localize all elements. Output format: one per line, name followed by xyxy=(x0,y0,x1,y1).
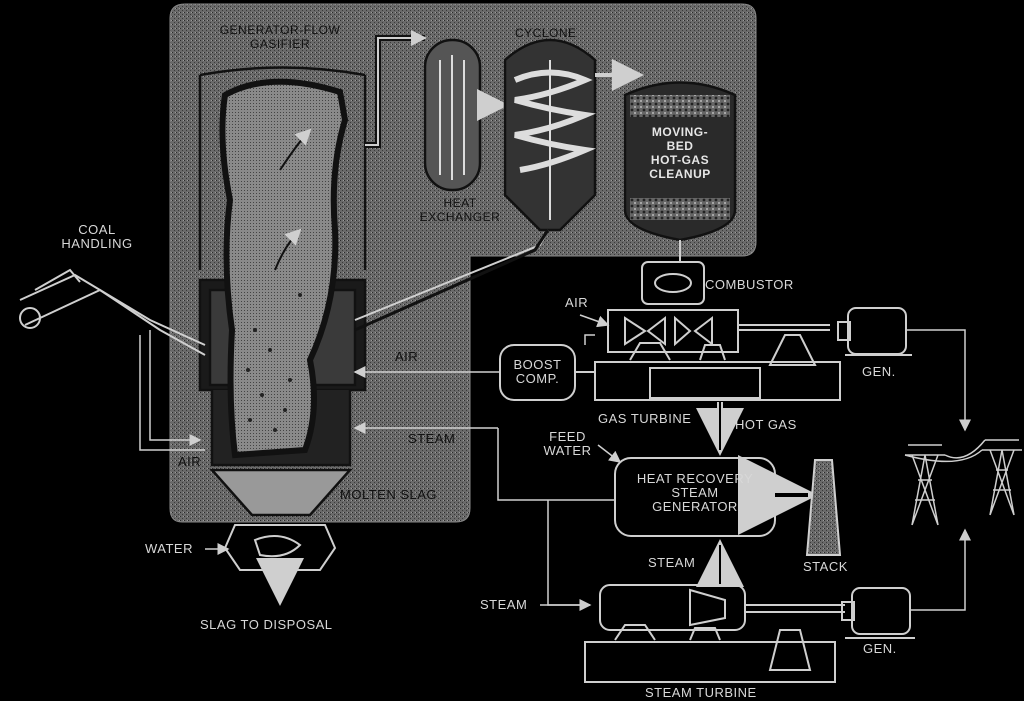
label-heat-exchanger-line2: EXCHANGER xyxy=(419,210,501,224)
label-hrsg-line1: HEAT RECOVERY xyxy=(636,471,754,486)
gasifier-reaction-zone xyxy=(219,78,349,459)
label-heat-exchanger: HEAT EXCHANGER xyxy=(405,196,515,224)
label-gasifier-line2: GASIFIER xyxy=(249,37,310,51)
generator-bottom xyxy=(841,587,915,639)
label-hrsg-line2: STEAM xyxy=(671,485,719,500)
gas-turbine xyxy=(594,309,841,401)
label-hot-gas: HOT GAS xyxy=(735,417,797,432)
label-cleanup-line3: HOT-GAS xyxy=(650,153,710,167)
coal-conveyor xyxy=(19,268,206,356)
label-slag-disposal: SLAG TO DISPOSAL xyxy=(200,617,333,632)
label-gasifier: GENERATOR-FLOW GASIFIER xyxy=(195,23,365,51)
label-gasifier-line1: GENERATOR-FLOW xyxy=(219,23,341,37)
steam-turbine xyxy=(584,584,845,683)
label-cleanup-line2: BED xyxy=(666,139,694,153)
label-boost-comp: BOOST COMP. xyxy=(500,358,575,386)
label-steam-left: STEAM xyxy=(480,597,528,612)
label-feed-water-line1: FEED xyxy=(549,429,586,444)
label-steam-hrsg: STEAM xyxy=(648,555,696,570)
moving-bed-cleanup xyxy=(623,81,737,242)
label-feed-water-line2: WATER xyxy=(543,443,592,458)
cyclone xyxy=(503,38,597,232)
label-cyclone: CYCLONE xyxy=(515,26,577,40)
slag-quench xyxy=(223,524,337,571)
heat-exchanger xyxy=(423,38,482,192)
label-coal-handling: COAL HANDLING xyxy=(52,223,142,251)
label-air-gasifier: AIR xyxy=(395,349,419,364)
label-air-turbine: AIR xyxy=(565,295,589,310)
label-boost-line2: COMP. xyxy=(515,371,560,386)
label-coal-handling-line2: HANDLING xyxy=(61,236,133,251)
label-steam-turbine: STEAM TURBINE xyxy=(645,685,757,700)
generator-top xyxy=(837,307,912,356)
label-cleanup-line1: MOVING- xyxy=(651,125,709,139)
label-feed-water: FEED WATER xyxy=(535,430,600,458)
stack xyxy=(805,459,842,556)
label-cleanup-line4: CLEANUP xyxy=(649,167,711,181)
label-stack: STACK xyxy=(803,559,848,574)
label-air-bottom: AIR xyxy=(178,454,202,469)
label-molten-slag: MOLTEN SLAG xyxy=(340,487,438,502)
label-heat-exchanger-line1: HEAT xyxy=(443,196,477,210)
combustor xyxy=(641,261,705,305)
label-water: WATER xyxy=(145,541,193,556)
label-hrsg: HEAT RECOVERY STEAM GENERATOR xyxy=(615,472,775,514)
label-combustor: COMBUSTOR xyxy=(705,277,794,292)
label-boost-line1: BOOST xyxy=(513,357,562,372)
label-steam-gasifier: STEAM xyxy=(408,431,456,446)
label-cleanup: MOVING- BED HOT-GAS CLEANUP xyxy=(628,125,732,181)
label-gen-top: GEN. xyxy=(862,364,896,379)
label-gas-turbine: GAS TURBINE xyxy=(598,411,692,426)
label-coal-handling-line1: COAL xyxy=(78,222,116,237)
label-hrsg-line3: GENERATOR xyxy=(652,499,738,514)
transmission-towers xyxy=(904,439,1022,526)
label-gen-bottom: GEN. xyxy=(863,641,897,656)
